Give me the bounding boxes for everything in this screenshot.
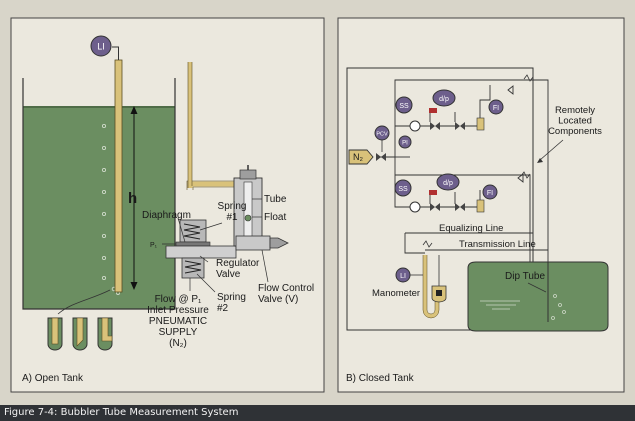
closed-tank-surface [480,300,520,310]
fi-upper [488,99,504,115]
ss-upper-label: SS [399,103,409,110]
dp-lower-label: d/p [443,180,453,187]
caption-bar: Figure 7-4: Bubbler Tube Measurement Sys… [0,405,635,421]
figure-caption: Figure 7-4: Bubbler Tube Measurement Sys… [4,407,239,418]
remote-components-box [346,67,534,331]
leader-remote-arrow [537,158,543,163]
rotameter-tube [243,181,253,243]
leader-remote [539,139,564,161]
lower-piping [394,157,531,234]
h-label: h [128,190,137,207]
valve-lower-2 [455,203,465,211]
flow-indicator-upper [476,117,485,131]
open-tank-liquid-surface [23,106,175,108]
flow-control-body [235,235,271,251]
tube-end-pointer [57,289,111,315]
manometer-fluid [436,290,442,296]
transmitter-lower [429,190,437,195]
pi [398,135,412,149]
li-label: LI [97,42,105,52]
valve-upper-2 [455,122,465,130]
li-line-outline [187,62,193,188]
regulator-assembly [162,219,237,279]
label-tube: Tube [264,194,287,205]
rotameter [233,165,289,251]
leader-dip-tube [527,282,547,293]
label-float: Float [264,212,286,223]
spring1-coil [183,223,201,240]
leader-diaphragm [177,217,186,243]
transmitter-upper [429,108,437,113]
h-arrow-top [130,106,138,114]
flow-indicator-lower [476,199,485,213]
panel-b-label: B) Closed Tank [346,373,415,384]
valve-upper-1 [430,122,440,130]
dp-lower-bubble [436,173,460,191]
valve-lower-1 [430,203,440,211]
ss-lower-label: SS [398,186,408,193]
fi-lower-label: FI [487,190,493,197]
tube-to-li [112,46,119,60]
rotameter-lower [409,201,421,213]
label-diaphragm: Diaphragm [142,210,191,221]
bubbler-diagram: LI h [10,17,625,393]
li-closed-label: LI [400,273,406,280]
rotameter-cap [239,169,257,180]
fi-lower [482,184,498,200]
label-spring2: Spring#2 [217,292,246,314]
flow-control-knob [269,237,289,249]
open-tank-liquid [23,106,175,309]
label-transmission-line: Transmission Line [459,239,536,250]
regulator-body [165,245,237,259]
h-arrow-bottom [130,282,138,290]
regulator-bottom-housing [181,257,205,279]
pi-label: PI [402,141,408,147]
open-tank-walls [22,78,176,310]
fi-upper-label: FI [493,105,499,112]
rotameter-float [244,214,252,222]
ss-lower [394,179,412,197]
check-manometer [422,240,433,248]
rotameter-upper [409,120,421,132]
check-lower [520,171,531,179]
leader-regulator [199,255,209,263]
closed-tank-bubbles [551,294,566,320]
diaphragm-plate [175,241,211,247]
panel-a-label: A) Open Tank [22,373,84,384]
check-upper [523,74,534,82]
label-equalizing-line: Equalizing Line [439,223,503,234]
dp-upper-bubble [432,89,456,107]
manometer [422,255,447,319]
leader-flow-control [261,249,269,283]
tube-end-variants [47,317,113,351]
n2-supply [348,149,374,165]
pcv-valve [376,153,386,161]
label-spring1: Spring#1 [218,201,247,223]
ss-upper [395,96,413,114]
spring2-coil [184,260,202,274]
n2-label: N₂ [353,152,363,162]
dp-upper-label: d/p [439,96,449,103]
label-manometer: Manometer [372,288,420,299]
closed-tank [467,261,609,332]
li-indicator [90,35,112,57]
equalizing-drop [404,233,425,254]
manometer-tube [423,255,439,318]
supply-line-outline [186,180,246,190]
leader-spring1 [199,222,223,231]
manometer-outline [422,255,440,319]
leader-spring2 [196,273,216,293]
leader-lines-a [177,198,269,293]
label-dip-tube: Dip Tube [505,271,545,282]
pcv-label: PCV [376,132,388,138]
label-p1: P₁ [150,242,158,249]
bubbler-tube [114,59,123,293]
